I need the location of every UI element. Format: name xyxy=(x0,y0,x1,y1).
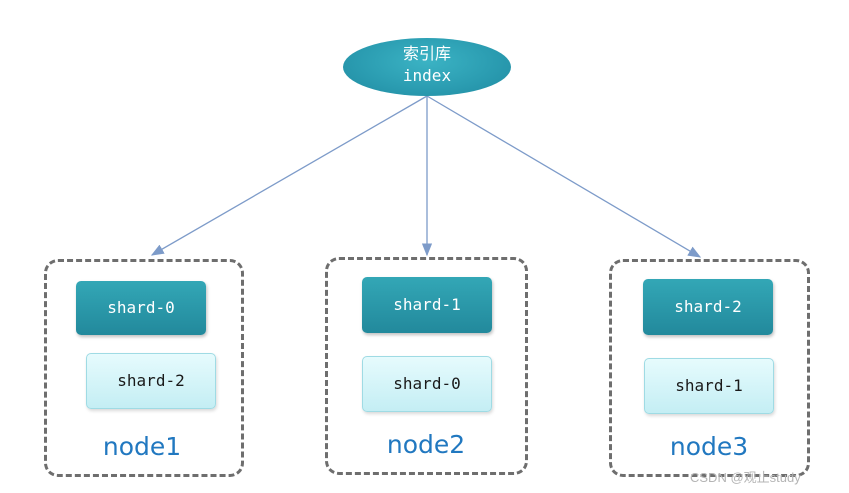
replica-shard-node3: shard-1 xyxy=(644,358,774,414)
index-node: 索引库 index xyxy=(343,38,511,96)
index-title: 索引库 xyxy=(402,44,451,63)
primary-shard-node1: shard-0 xyxy=(76,281,206,335)
node-label-3: node3 xyxy=(669,432,749,461)
replica-shard-node1: shard-2 xyxy=(86,353,216,409)
node-label-2: node2 xyxy=(386,430,466,459)
replica-shard-node2: shard-0 xyxy=(362,356,492,412)
node-box-3 xyxy=(609,259,810,477)
node-box-2 xyxy=(325,257,528,475)
arrow-to-node3 xyxy=(426,95,702,258)
primary-shard-node3: shard-2 xyxy=(643,279,773,335)
node-box-1 xyxy=(44,259,244,477)
node-label-1: node1 xyxy=(102,432,182,461)
index-subtitle: index xyxy=(402,66,452,85)
watermark: CSDN @观止study xyxy=(690,470,801,485)
arrow-to-node1 xyxy=(150,95,428,256)
primary-shard-node2: shard-1 xyxy=(362,277,492,333)
